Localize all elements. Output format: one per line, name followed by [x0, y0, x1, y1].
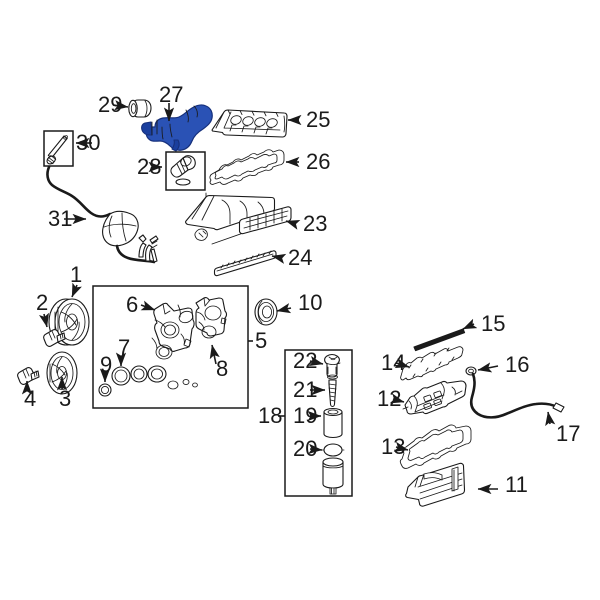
box-18-filter-housing [322, 457, 344, 495]
part-24-intake-manifold-gasket [213, 250, 277, 277]
callout-label-3: 3 [59, 386, 72, 411]
part-21-filter-stud-bolt [328, 379, 337, 408]
leader-8 [209, 344, 220, 365]
part-10-crankshaft-front-seal [254, 298, 278, 326]
part-22-filter-cap [324, 353, 341, 380]
part-23-lower-intake-manifold [185, 192, 292, 245]
leader-17 [545, 411, 556, 427]
part-29-breather-grommet [128, 99, 152, 118]
box-18-frame [284, 349, 353, 497]
leader-10 [276, 303, 292, 314]
callout-label-30: 30 [76, 130, 101, 155]
callout-label-28: 28 [137, 154, 162, 179]
callout-label-8: 8 [216, 356, 229, 381]
callout-label-7: 7 [118, 335, 131, 360]
callout-label-13: 13 [381, 434, 406, 459]
callout-label-21: 21 [293, 377, 318, 402]
callout-label-4: 4 [24, 386, 37, 411]
leader-24 [271, 253, 287, 264]
part-20-filter-o-ring [321, 443, 345, 457]
part-15-valley-cover-seal-strip [413, 328, 466, 352]
callout-label-20: 20 [293, 436, 318, 461]
leader-15 [462, 318, 478, 330]
leader-23 [285, 219, 301, 230]
part-30-oil-dipstick [43, 130, 74, 167]
part-4-pulley-bolt [17, 367, 40, 385]
part-26-valve-cover-gasket [209, 149, 285, 185]
leader-2 [38, 312, 49, 328]
part-28-oil-filler-neck [165, 151, 206, 191]
leader-16 [477, 362, 499, 373]
callout-label-29: 29 [98, 92, 123, 117]
callout-label-15: 15 [481, 311, 506, 336]
callout-label-12: 12 [377, 386, 402, 411]
part-17-sensor-wire-harness [469, 372, 565, 419]
part-3-crankshaft-pulley [46, 351, 78, 395]
part-7-seal-ring [111, 366, 131, 386]
callout-label-2: 2 [36, 290, 49, 315]
callout-label-31: 31 [48, 206, 73, 231]
part-6-front-engine-cover [151, 302, 195, 360]
callout-label-1: 1 [70, 262, 83, 287]
box-5-extra-seals [130, 365, 198, 390]
part-16-oil-level-sensor [465, 366, 477, 376]
callout-label-24: 24 [288, 245, 313, 270]
part-27-crankcase-breather-hose [141, 104, 213, 152]
leader-12 [389, 393, 405, 404]
callout-label-10: 10 [298, 290, 323, 315]
part-31-dipstick-tube-assembly [46, 165, 159, 264]
part-13-oil-pan-gasket [399, 424, 472, 469]
part-19-filter-element [323, 407, 343, 439]
callout-label-9: 9 [100, 352, 113, 377]
callout-label-17: 17 [556, 421, 581, 446]
leader-13 [393, 441, 409, 452]
part-14-valley-cover-gasket [400, 346, 464, 381]
callout-label-26: 26 [306, 149, 331, 174]
part-31-bracket [138, 234, 159, 263]
part-9-small-o-ring [98, 383, 112, 397]
callout-label-6: 6 [126, 292, 139, 317]
leader-1 [71, 282, 82, 298]
callout-label-11: 11 [505, 472, 528, 497]
callout-label-16: 16 [505, 352, 530, 377]
leader-29 [112, 100, 129, 111]
callout-label-22: 22 [293, 348, 318, 373]
part-25-valve-cover [211, 109, 288, 138]
callout-label-25: 25 [306, 107, 331, 132]
callout-label-14: 14 [381, 350, 406, 375]
leader-6 [140, 300, 156, 311]
callout-label-18: 18 [258, 403, 283, 428]
leader-20 [308, 443, 323, 454]
callout-label-23: 23 [303, 211, 328, 236]
part-2-pulley-bolt [43, 329, 66, 347]
callout-label-5: 5 [255, 328, 268, 353]
leader-14 [394, 358, 410, 368]
callout-label-19: 19 [293, 403, 318, 428]
part-11-oil-pan [405, 462, 466, 507]
leader-22 [308, 355, 324, 366]
callout-label-27: 27 [159, 82, 184, 107]
box-5-frame [92, 285, 249, 409]
part-8-oil-pump-housing [195, 297, 228, 339]
part-12-engine-valley-cover [402, 380, 467, 415]
